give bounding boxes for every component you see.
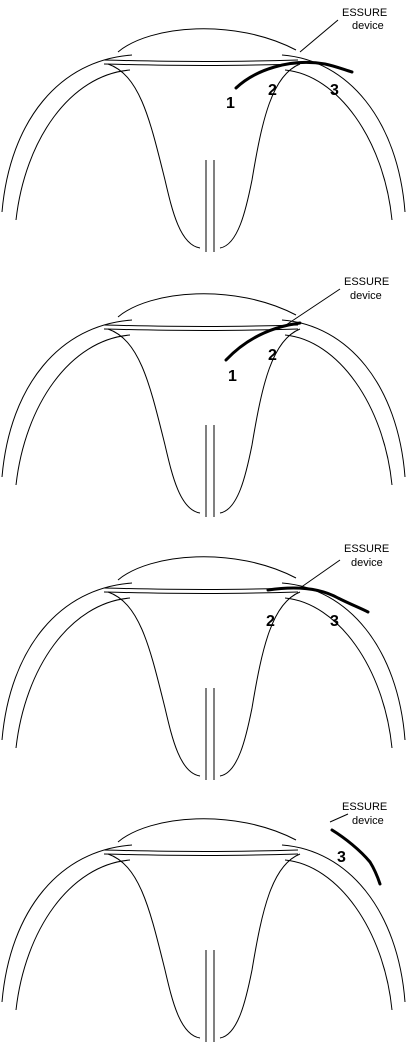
uterus-outline-1 — [2, 29, 405, 252]
panel-4: ESSURE device 3 — [2, 801, 405, 1042]
device-label-3a: ESSURE — [344, 543, 389, 555]
device-label-1b: device — [352, 20, 384, 32]
leader-line-1 — [300, 20, 338, 52]
marker-3-2: 2 — [266, 613, 275, 630]
device-label-4b: device — [352, 815, 384, 827]
marker-2-1: 1 — [228, 368, 237, 385]
panel-2: ESSURE device 1 2 — [2, 276, 405, 517]
uterus-outline-2 — [2, 294, 405, 517]
marker-2-2: 2 — [268, 347, 277, 364]
device-label-1a: ESSURE — [342, 7, 387, 19]
device-label-2a: ESSURE — [344, 276, 389, 288]
marker-1-3: 3 — [330, 82, 339, 99]
uterus-outline-3 — [2, 557, 405, 780]
device-label-3b: device — [351, 557, 383, 569]
leader-line-4 — [330, 814, 348, 822]
marker-1-1: 1 — [226, 95, 235, 112]
device-stroke-3 — [268, 588, 368, 612]
leader-line-2 — [286, 289, 340, 325]
leader-line-3 — [300, 560, 340, 588]
device-label-4a: ESSURE — [342, 801, 387, 813]
panel-1: ESSURE device 1 2 3 — [2, 7, 405, 252]
marker-4-3: 3 — [337, 849, 346, 866]
device-stroke-2 — [226, 323, 300, 360]
marker-1-2: 2 — [268, 82, 277, 99]
marker-3-3: 3 — [330, 613, 339, 630]
panel-3: ESSURE device 2 3 — [2, 543, 405, 780]
device-label-2b: device — [350, 290, 382, 302]
